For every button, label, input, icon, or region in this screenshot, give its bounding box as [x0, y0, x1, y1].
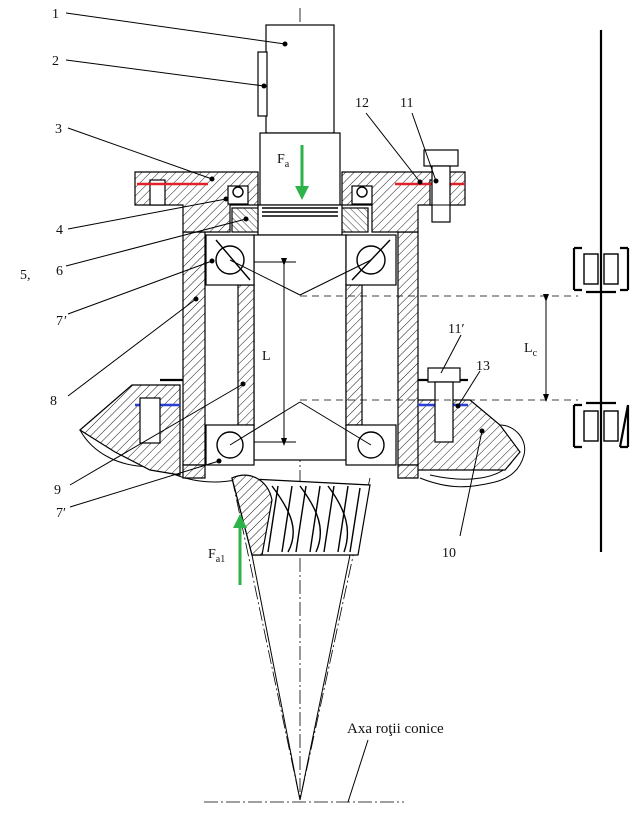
pinion-teeth [267, 485, 361, 553]
label-2: 2 [52, 54, 59, 69]
bearing-top-left-contact [215, 239, 251, 281]
bolt-left-shank [139, 397, 161, 444]
pressure-line-tr [299, 259, 372, 296]
spacer-inner-right [345, 284, 363, 426]
label-6: 6 [56, 264, 63, 279]
label-8: 8 [50, 394, 57, 409]
label-5: 5, [20, 268, 31, 283]
housing-foot-left [182, 464, 206, 479]
label-7-prime: 7′ [56, 506, 66, 521]
bolt-top-head [423, 149, 459, 167]
cone-axis-left [231, 477, 301, 801]
label-7-mark: ′ [64, 314, 67, 329]
force-fa1-label: Fa1 [208, 547, 225, 565]
bearing-bottom-right-ball [357, 431, 385, 459]
bearing-bottom-left-ball [216, 431, 244, 459]
force-fa-label: Fa [277, 152, 290, 170]
cover-bolt-hole-left [149, 179, 166, 206]
pressure-line-br [299, 401, 372, 446]
schematic-bearing-bottom [572, 401, 630, 449]
label-12: 12 [355, 96, 369, 111]
seal-spring-right [356, 186, 368, 198]
cone-generatrix-right [299, 554, 351, 801]
label-3: 3 [55, 122, 62, 137]
bevel-wheel-axis-caption: Axa roţii conice [347, 721, 444, 737]
shaft-thread-lines [262, 207, 338, 217]
housing-wall-left [182, 231, 206, 466]
pressure-line-bl [229, 401, 301, 446]
seal-left [227, 185, 249, 205]
label-7: 7 [56, 314, 63, 329]
pinion-teeth-curves [271, 485, 349, 553]
bolt-top-shank [431, 165, 451, 223]
base-casting-right [419, 417, 526, 488]
seal-spring-left [232, 186, 244, 198]
label-11-prime: 11′ [448, 322, 465, 337]
bolt-bottom-head [427, 367, 461, 383]
force-fa1-arrowhead [233, 514, 247, 528]
bearing-top-right-ball [356, 245, 386, 275]
housing-foot-right [397, 464, 419, 479]
label-4: 4 [56, 223, 63, 238]
base-flange-right [414, 399, 521, 471]
label-13: 13 [476, 359, 490, 374]
pinion-left-section [231, 474, 273, 556]
label-10: 10 [442, 546, 456, 561]
cone-generatrix-left [251, 554, 301, 801]
schematic-bearing-top [572, 246, 630, 294]
shaft-thread [257, 204, 343, 236]
label-11: 11 [400, 96, 413, 111]
force-fa-arrowhead [295, 186, 309, 200]
dim-lc-label: Lc [524, 341, 538, 359]
shaft-top [265, 24, 335, 134]
bolt-bottom-shank [434, 381, 454, 443]
nut-right [339, 207, 369, 233]
leaders [65, 12, 485, 803]
housing-wall-right [397, 231, 419, 466]
pressure-line-tl [229, 259, 301, 296]
spacer-inner-left [237, 284, 255, 426]
seal-right [351, 185, 373, 205]
dim-l-label: L [262, 349, 271, 364]
shaft-body [253, 234, 347, 461]
label-9: 9 [54, 483, 61, 498]
bearing-top-left-ball [215, 245, 245, 275]
label-1: 1 [52, 7, 59, 22]
